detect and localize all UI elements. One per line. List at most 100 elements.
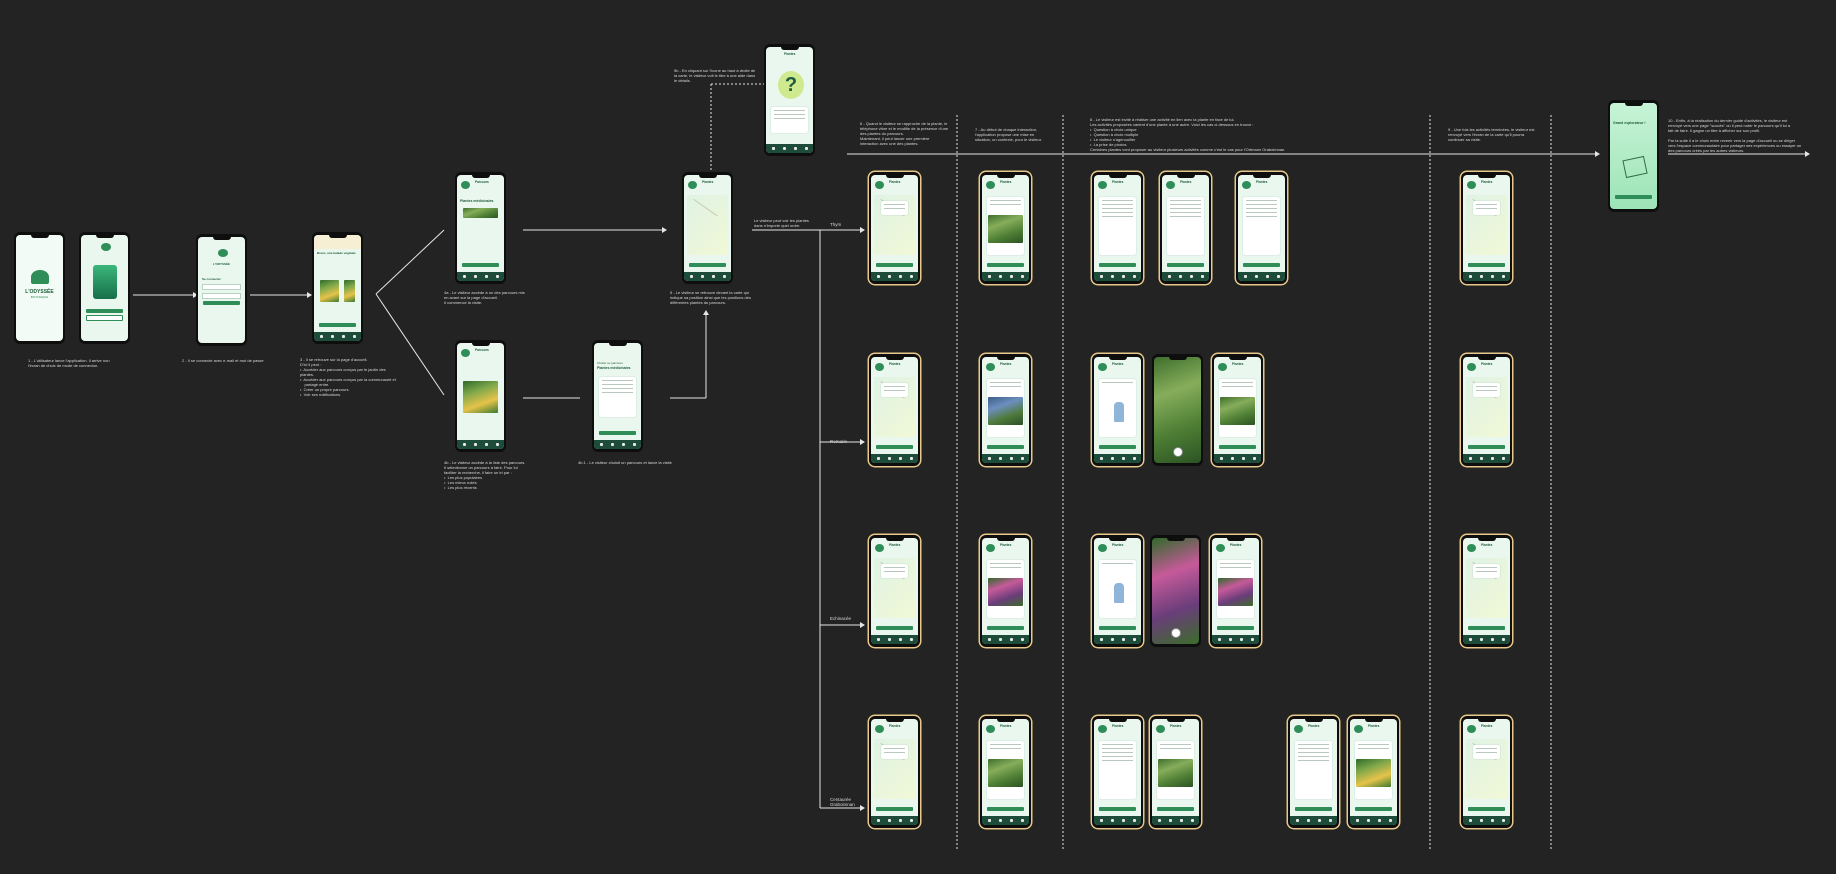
- screen-title: Plantes: [1112, 724, 1124, 728]
- validate-button[interactable]: [1295, 807, 1332, 811]
- screen-title: Plantes: [1112, 543, 1124, 547]
- quiz-card: [1295, 741, 1332, 799]
- validate-button[interactable]: [1243, 263, 1280, 267]
- screen-title: Plantes: [1256, 180, 1268, 184]
- welcome-title: Bravo, une balade végétale: [317, 251, 356, 255]
- validate-button[interactable]: [1167, 263, 1204, 267]
- phone-login: L'ODYSSÉE Se connecter: [196, 234, 247, 346]
- tab-bar: [766, 144, 813, 153]
- featured-parcours-image[interactable]: [320, 280, 339, 302]
- validate-button[interactable]: [1099, 263, 1136, 267]
- tab-bar: [982, 272, 1029, 281]
- leaf-logo-icon: [1156, 725, 1165, 733]
- leaf-logo-icon: [1294, 725, 1303, 733]
- caption-step-6: 6 - Quand le visiteur se rapproche de la…: [860, 121, 949, 146]
- tab-bar: [1094, 635, 1141, 644]
- plant-nearby-popup: [881, 201, 908, 215]
- tab-bar: [1463, 816, 1510, 825]
- phone-map-r0-c0: Plantes: [869, 172, 920, 284]
- password-field[interactable]: [202, 293, 241, 299]
- phone-success: Grand explorateur !: [1608, 100, 1659, 212]
- leaf-logo-icon: [986, 725, 995, 733]
- validate-button[interactable]: [1355, 807, 1392, 811]
- validate-button[interactable]: [1219, 445, 1256, 449]
- tab-bar: [982, 816, 1029, 825]
- validate-button[interactable]: [876, 445, 913, 449]
- phone-photo-r3-c5: Plantes: [1348, 716, 1399, 828]
- parcours-title: Plantes médicinales: [460, 199, 494, 203]
- phone-map-r2-c0: Plantes: [869, 535, 920, 647]
- validate-button[interactable]: [987, 263, 1024, 267]
- tab-bar: [871, 454, 918, 463]
- caption-step-10: 10 - Enfin, à la réalisation du dernier …: [1668, 118, 1802, 153]
- tab-bar: [1152, 816, 1199, 825]
- validate-button[interactable]: [876, 263, 913, 267]
- phone-map-r1-c0: Plantes: [869, 354, 920, 466]
- screen-title: Plantes: [1112, 362, 1124, 366]
- back-home-button[interactable]: [1615, 195, 1652, 199]
- shutter-button[interactable]: [1170, 628, 1181, 638]
- caption-step-5c: Le visiteur peut voir les plantes dans n…: [754, 218, 809, 228]
- leaf-logo-icon: [1218, 363, 1227, 371]
- choose-text: Choisir ce parcours: [597, 361, 623, 365]
- leaf-logo-icon: [875, 544, 884, 552]
- create-parcours-button[interactable]: [319, 323, 356, 327]
- validate-button[interactable]: [876, 807, 913, 811]
- validate-button[interactable]: [1099, 626, 1136, 630]
- caption-step-2: 2 - Il se connecte avec e-mail et mot de…: [182, 358, 264, 363]
- phone-map-r1-c5: Plantes: [1461, 354, 1512, 466]
- caption-step-3: 3 - Il se retrouve sur la page d'accueil…: [300, 357, 396, 397]
- validate-button[interactable]: [876, 626, 913, 630]
- parcours-list-image[interactable]: [463, 381, 498, 413]
- tab-bar: [1350, 816, 1397, 825]
- map-area[interactable]: [687, 195, 728, 255]
- tab-bar: [871, 272, 918, 281]
- validate-button[interactable]: [1217, 626, 1254, 630]
- featured-parcours-image-2[interactable]: [344, 280, 355, 302]
- shutter-button[interactable]: [1172, 447, 1183, 457]
- parcours-info-card: [599, 377, 636, 417]
- tab-bar: [1162, 272, 1209, 281]
- phone-quiz-r0-c4: Plantes: [1236, 172, 1287, 284]
- signup-button[interactable]: [86, 315, 123, 321]
- leaf-logo-icon: [1354, 725, 1363, 733]
- validate-button[interactable]: [1099, 445, 1136, 449]
- validate-button[interactable]: [987, 445, 1024, 449]
- badge-icon: [1622, 155, 1648, 179]
- app-subname: BOTANIQUE: [30, 295, 49, 299]
- caption-step-4b: 4b - Le visiteur accède à la liste des p…: [444, 460, 526, 490]
- validate-button[interactable]: [1468, 807, 1505, 811]
- tab-bar: [1463, 272, 1510, 281]
- phone-camera-r1-c3: [1152, 354, 1203, 466]
- caption-step-1: 1 - L'utilisateur lance l'application. I…: [28, 358, 110, 368]
- validate-button[interactable]: [1157, 807, 1194, 811]
- leaf-logo-icon: [1242, 181, 1251, 189]
- validate-button[interactable]: [1099, 807, 1136, 811]
- tab-bar: [1094, 272, 1141, 281]
- start-visit-button[interactable]: [599, 431, 636, 435]
- validate-button[interactable]: [987, 626, 1024, 630]
- camera-viewfinder: [1152, 538, 1199, 644]
- login-button[interactable]: [86, 309, 123, 313]
- login-submit-button[interactable]: [203, 301, 240, 305]
- phone-map-r0-c5: Plantes: [1461, 172, 1512, 284]
- tab-bar: [684, 272, 731, 281]
- screen-title: Plantes: [1481, 724, 1493, 728]
- illustration-phone: [93, 265, 117, 299]
- start-visit-button[interactable]: [462, 263, 499, 267]
- tab-bar: [982, 454, 1029, 463]
- quiz-card: [1167, 197, 1204, 255]
- validate-button[interactable]: [1468, 263, 1505, 267]
- phone-onboarding: [79, 232, 130, 344]
- phone-photo-r2-c1: Plantes: [980, 535, 1031, 647]
- phone-map-r3-c0: Plantes: [869, 716, 920, 828]
- validate-button[interactable]: [987, 807, 1024, 811]
- plant-photo: [988, 215, 1023, 243]
- validate-button[interactable]: [1468, 445, 1505, 449]
- tab-bar: [871, 635, 918, 644]
- tab-bar: [871, 816, 918, 825]
- validate-button[interactable]: [1468, 626, 1505, 630]
- phone-parcours-detail: Choisir ce parcours Plantes médicinales: [592, 340, 643, 452]
- map-action-button[interactable]: [689, 263, 726, 267]
- email-field[interactable]: [202, 284, 241, 290]
